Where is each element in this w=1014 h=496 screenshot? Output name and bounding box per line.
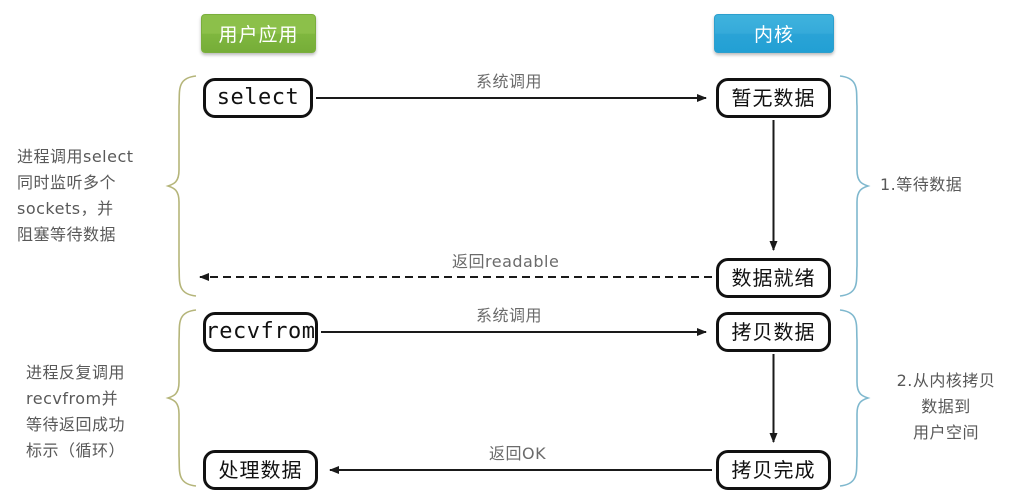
edge-label-syscall-1: 系统调用 [476,72,543,91]
right-brace-bottom [839,309,871,487]
lane-header-user-app-label: 用户应用 [218,24,299,46]
annotation-right-bottom: 2.从内核拷贝 数据到 用户空间 [896,371,996,442]
lane-header-user-app: 用户应用 [201,14,316,53]
edge-label-return-readable: 返回readable [452,252,560,271]
annotation-left-top: 进程调用select 同时监听多个 sockets，并 阻塞等待数据 [17,147,134,244]
node-process-data-label: 处理数据 [218,458,303,482]
node-data-ready: 数据就绪 [716,258,831,298]
node-select-label: select [216,85,300,110]
node-copying-data: 拷贝数据 [716,312,831,352]
annotation-left-bottom: 进程反复调用 recvfrom并 等待返回成功 标示（循环） [26,363,126,460]
node-recvfrom: recvfrom [203,312,318,352]
node-data-ready-label: 数据就绪 [731,266,816,290]
node-process-data: 处理数据 [203,450,318,490]
node-copy-done-label: 拷贝完成 [731,458,816,482]
right-brace-top [839,75,871,297]
lane-header-kernel: 内核 [714,14,834,53]
node-no-data: 暂无数据 [716,78,831,118]
node-copy-done: 拷贝完成 [716,450,831,490]
lane-header-kernel-label: 内核 [753,24,794,46]
edge-label-syscall-2: 系统调用 [476,306,543,325]
node-no-data-label: 暂无数据 [731,86,816,110]
node-recvfrom-label: recvfrom [205,319,316,344]
node-select: select [203,78,313,118]
annotation-right-top: 1.等待数据 [880,175,963,194]
edge-label-return-ok: 返回OK [489,444,547,463]
node-copying-data-label: 拷贝数据 [731,320,816,344]
